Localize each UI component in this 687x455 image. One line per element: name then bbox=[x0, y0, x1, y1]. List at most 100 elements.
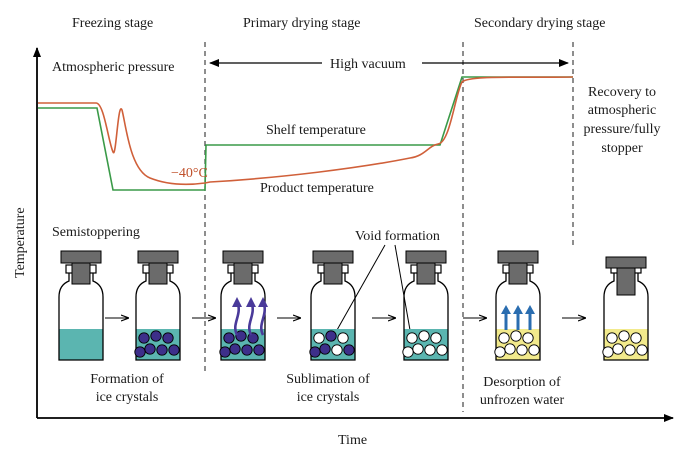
stopper-plug bbox=[616, 267, 636, 296]
particle bbox=[138, 332, 150, 344]
particle bbox=[436, 344, 448, 356]
stopper-cap bbox=[137, 250, 179, 264]
particle bbox=[494, 346, 506, 358]
stage-title-freezing: Freezing stage bbox=[72, 16, 153, 31]
vial-ice-crystals bbox=[134, 250, 181, 361]
vial-glass bbox=[310, 271, 356, 361]
stopper-plug bbox=[71, 262, 91, 285]
particle bbox=[504, 343, 516, 355]
desorption-caption-line2: unfrozen water bbox=[480, 393, 565, 408]
formation-caption-line1: Formation of bbox=[90, 372, 164, 387]
particle bbox=[430, 332, 442, 344]
particle bbox=[528, 344, 540, 356]
particle bbox=[406, 332, 418, 344]
vapor-arrowhead bbox=[246, 297, 256, 307]
particle bbox=[343, 344, 355, 356]
semistoppering-label: Semistoppering bbox=[52, 225, 140, 240]
stopper-plug bbox=[416, 262, 436, 285]
stage-title-secondary: Secondary drying stage bbox=[474, 16, 605, 31]
void-formation-label: Void formation bbox=[355, 229, 440, 244]
stopper-cap bbox=[60, 250, 102, 264]
vial-sublimation-start bbox=[219, 250, 268, 361]
particle bbox=[150, 330, 162, 342]
desorption-arrowhead bbox=[525, 305, 535, 314]
desorption-arrowhead bbox=[513, 305, 523, 314]
stopper-plug bbox=[323, 262, 343, 285]
vial-glass bbox=[603, 271, 649, 361]
particle bbox=[241, 344, 253, 356]
particle bbox=[606, 332, 618, 344]
particle bbox=[309, 346, 321, 358]
stopper-cap bbox=[312, 250, 354, 264]
product-temperature-label: Product temperature bbox=[260, 181, 374, 196]
vial-glass bbox=[58, 271, 104, 361]
desorption-arrowhead bbox=[501, 305, 511, 314]
particle bbox=[516, 344, 528, 356]
particle bbox=[325, 330, 337, 342]
recovery-text-line4: stopper bbox=[601, 141, 643, 156]
vial-glass bbox=[403, 271, 449, 361]
void-pointer-1 bbox=[336, 244, 386, 331]
particle bbox=[162, 332, 174, 344]
stopper-plug bbox=[508, 262, 528, 285]
vial-glass bbox=[135, 271, 181, 361]
vial-desorption bbox=[494, 250, 541, 361]
x-axis-label: Time bbox=[338, 433, 367, 448]
minus-40-label: −40°C bbox=[171, 166, 208, 181]
void-pointer-2 bbox=[394, 244, 411, 331]
high-vacuum-label: High vacuum bbox=[330, 57, 406, 72]
recovery-text-line1: Recovery to bbox=[588, 85, 656, 100]
vial-liquid bbox=[58, 250, 104, 361]
vial-glass bbox=[495, 271, 541, 361]
particle bbox=[602, 346, 614, 358]
shelf-temperature-curve bbox=[38, 76, 573, 191]
vial-glass bbox=[220, 271, 266, 361]
particle bbox=[219, 346, 231, 358]
particle bbox=[412, 343, 424, 355]
particle bbox=[624, 344, 636, 356]
particle bbox=[134, 346, 146, 358]
vial-voids bbox=[402, 250, 449, 361]
particle bbox=[618, 330, 630, 342]
atmospheric-pressure-label: Atmospheric pressure bbox=[52, 60, 174, 75]
sublimation-caption-line2: ice crystals bbox=[297, 390, 360, 405]
particle bbox=[498, 332, 510, 344]
particle bbox=[156, 344, 168, 356]
particle bbox=[223, 332, 235, 344]
stopper-cap bbox=[497, 250, 539, 264]
particle bbox=[630, 332, 642, 344]
stopper-cap bbox=[605, 256, 647, 269]
product-temperature-curve bbox=[38, 76, 574, 186]
particle bbox=[247, 332, 259, 344]
vapor-arrowhead bbox=[232, 297, 242, 307]
particle bbox=[510, 330, 522, 342]
desorption-caption-line1: Desorption of bbox=[483, 375, 561, 390]
y-axis-label: Temperature bbox=[13, 207, 28, 278]
particle bbox=[144, 343, 156, 355]
particle bbox=[636, 344, 648, 356]
particle bbox=[337, 332, 349, 344]
particle bbox=[424, 344, 436, 356]
stage-title-primary: Primary drying stage bbox=[243, 16, 360, 31]
recovery-text-line3: pressure/fully bbox=[584, 122, 661, 137]
particle bbox=[229, 343, 241, 355]
particle bbox=[313, 332, 325, 344]
vial-sublimation-voids bbox=[309, 250, 356, 361]
vapor-arrowhead bbox=[258, 297, 268, 307]
stopper-plug bbox=[148, 262, 168, 285]
stopper-cap bbox=[222, 250, 264, 264]
recovery-text-line2: atmospheric bbox=[588, 103, 656, 118]
shelf-temperature-label: Shelf temperature bbox=[266, 123, 366, 138]
particle bbox=[612, 343, 624, 355]
stopper-plug bbox=[233, 262, 253, 285]
formation-caption-line2: ice crystals bbox=[96, 390, 159, 405]
vial-contents bbox=[59, 329, 103, 360]
particle bbox=[168, 344, 180, 356]
particle bbox=[319, 343, 331, 355]
vial-fully-stoppered bbox=[602, 256, 649, 361]
particle bbox=[235, 330, 247, 342]
stopper-cap bbox=[405, 250, 447, 264]
particle bbox=[522, 332, 534, 344]
particle bbox=[402, 346, 414, 358]
